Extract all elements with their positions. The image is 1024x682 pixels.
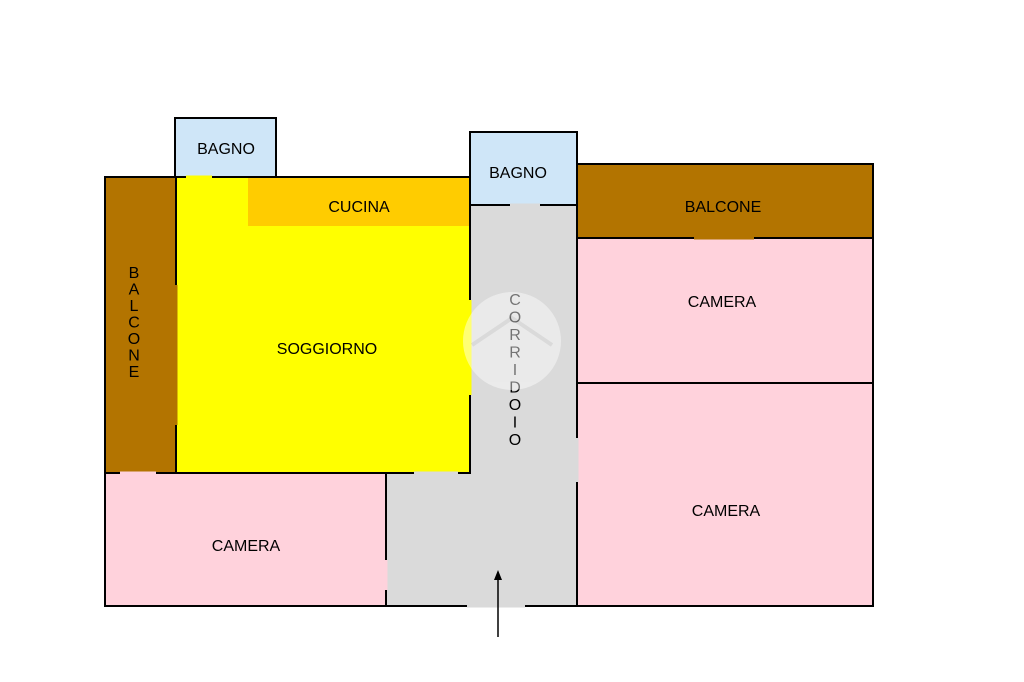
arrow-up-icon [494,570,502,637]
camera-bottom-left-room [104,472,387,607]
bagno-left-label: BAGNO [197,141,255,158]
camera-bottom-left-label: CAMERA [212,538,281,555]
bagno-center-label: BAGNO [489,165,547,182]
house-watermark-icon [463,292,561,390]
camera-right-bottom-room [576,382,874,607]
balcone-left-room [104,176,177,474]
balcone-right-room [576,163,874,239]
corridoio-label: CORRIDOIO [509,292,521,449]
cucina-room [248,178,469,226]
bagno-left-room [174,117,277,178]
camera-right-bottom-label: CAMERA [692,503,761,520]
cucina-label: CUCINA [328,199,390,216]
soggiorno-room [175,176,471,474]
balcone-right-label: BALCONE [685,199,761,216]
soggiorno-label: SOGGIORNO [277,341,377,358]
camera-right-top-label: CAMERA [688,294,757,311]
